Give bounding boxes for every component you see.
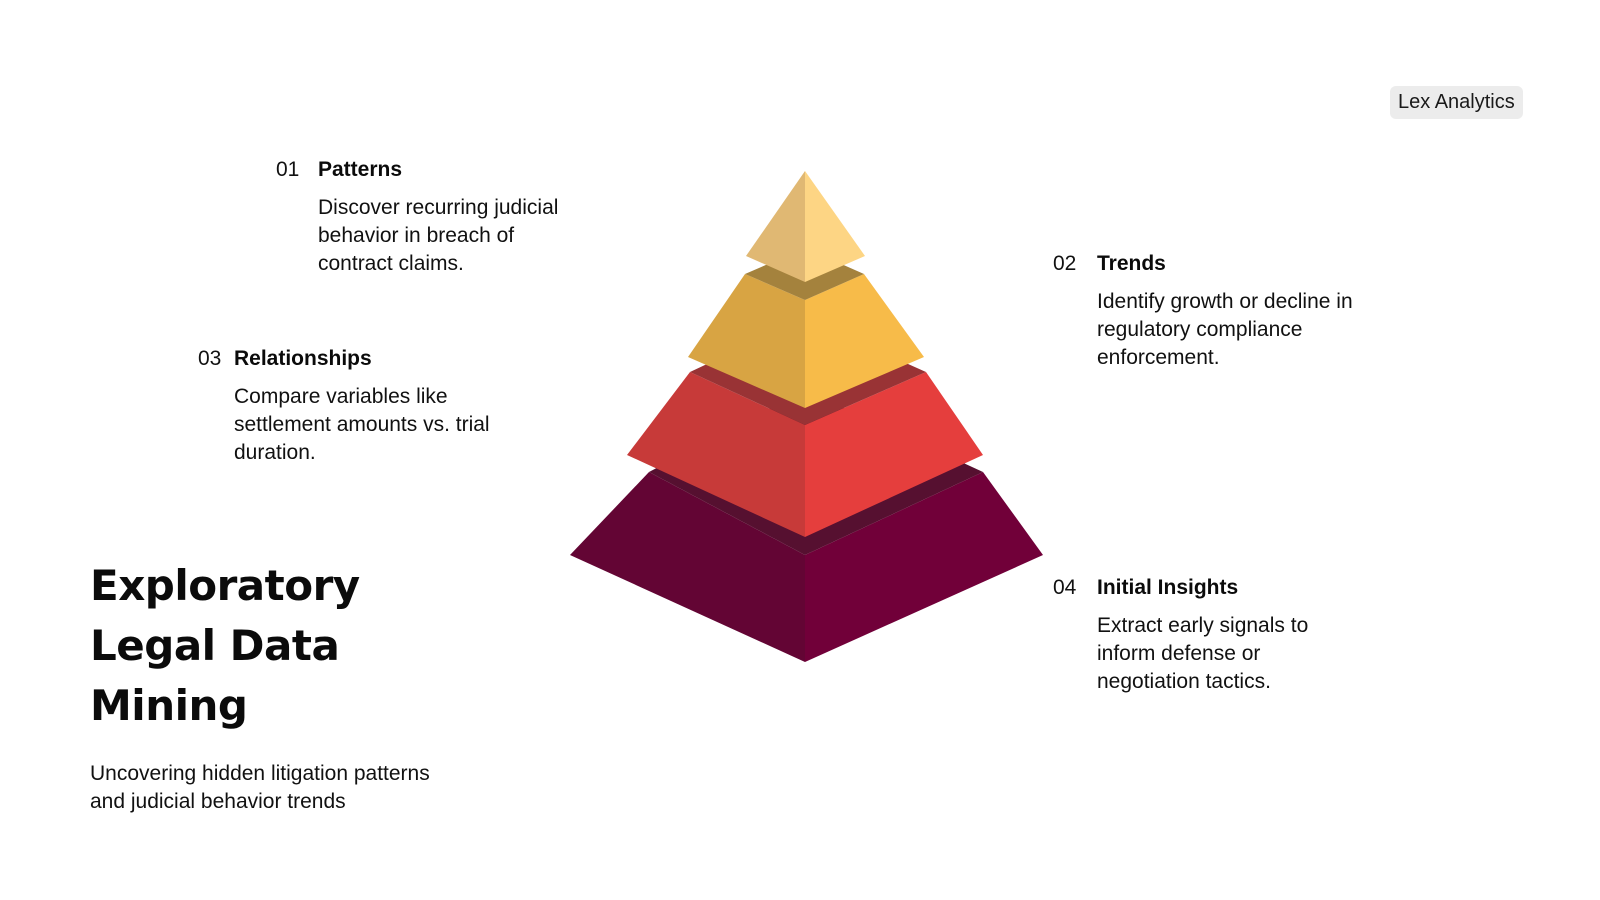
- pyramid-tier-2-base: [690, 318, 926, 425]
- subtitle-line: and judicial behavior trends: [90, 790, 346, 813]
- step-description: Discover recurring judicial behavior in …: [318, 194, 598, 278]
- step-label: Patterns: [318, 158, 403, 181]
- step-number: 01: [276, 158, 300, 181]
- desc-line: regulatory compliance: [1097, 318, 1303, 341]
- step-label: Trends: [1097, 252, 1166, 275]
- slide-title: Exploratory Legal Data Mining: [90, 556, 470, 736]
- step-description: Identify growth or decline in regulatory…: [1097, 288, 1397, 372]
- title-line: Mining: [90, 681, 248, 730]
- desc-line: Discover recurring judicial: [318, 196, 559, 219]
- desc-line: behavior in breach of: [318, 224, 515, 247]
- pyramid-tier-1-left-face: [746, 171, 805, 282]
- step-description: Compare variables like settlement amount…: [234, 383, 534, 467]
- pyramid-tier-1-right-face: [805, 171, 865, 282]
- desc-line: contract claims.: [318, 252, 464, 275]
- step-description: Extract early signals to inform defense …: [1097, 612, 1347, 696]
- brand-badge: Lex Analytics: [1390, 86, 1523, 119]
- step-patterns: 01 Patterns Discover recurring judicial …: [276, 156, 598, 278]
- step-relationships: 03 Relationships Compare variables like …: [198, 345, 534, 467]
- pyramid-tier-2-left-face: [688, 274, 805, 408]
- step-trends: 02 Trends Identify growth or decline in …: [1053, 250, 1397, 372]
- desc-line: enforcement.: [1097, 346, 1220, 369]
- desc-line: Identify growth or decline in: [1097, 290, 1353, 313]
- pyramid-tier-2-right-face: [805, 274, 924, 408]
- pyramid-tier-3-left-face: [627, 372, 805, 537]
- pyramid-tier-3-base: [649, 390, 983, 555]
- title-line: Legal Data: [90, 621, 340, 670]
- desc-line: duration.: [234, 441, 316, 464]
- desc-line: inform defense or: [1097, 642, 1261, 665]
- pyramid-tier-4-right-face: [805, 472, 1043, 662]
- pyramid-tier-1-base: [745, 248, 864, 300]
- step-number: 04: [1053, 576, 1077, 599]
- desc-line: Extract early signals to: [1097, 614, 1309, 637]
- desc-line: negotiation tactics.: [1097, 670, 1271, 693]
- step-number: 02: [1053, 252, 1077, 275]
- step-number: 03: [198, 347, 222, 370]
- step-label: Initial Insights: [1097, 576, 1239, 599]
- step-label: Relationships: [234, 347, 372, 370]
- title-line: Exploratory: [90, 561, 360, 610]
- step-initial-insights: 04 Initial Insights Extract early signal…: [1053, 574, 1347, 696]
- pyramid-tier-4-left-face: [570, 472, 805, 662]
- subtitle-line: Uncovering hidden litigation patterns: [90, 762, 430, 785]
- desc-line: settlement amounts vs. trial: [234, 413, 490, 436]
- slide-subtitle: Uncovering hidden litigation patterns an…: [90, 760, 490, 816]
- pyramid-tier-3-right-face: [805, 372, 983, 537]
- desc-line: Compare variables like: [234, 385, 448, 408]
